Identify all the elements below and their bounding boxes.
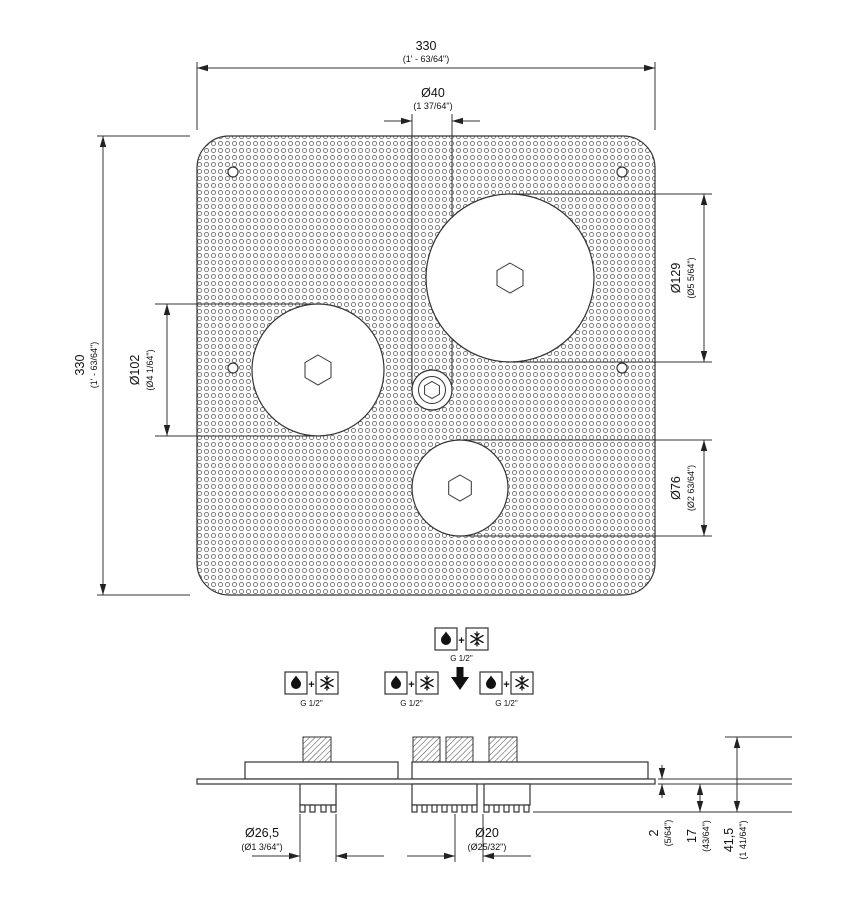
fixing-hole: [227, 362, 239, 374]
threaded-inlets: [302, 736, 518, 763]
flame-icon: [434, 627, 458, 651]
thread-label: G 1/2": [300, 699, 323, 708]
width-dimension: 330 (1' - 63/64"): [196, 39, 656, 130]
center-dia-mm: Ø40: [421, 86, 445, 100]
thread-label: G 1/2": [400, 699, 423, 708]
plate-thickness-mm: 2: [647, 829, 661, 836]
height-dim-in: (1' - 63/64"): [89, 342, 99, 388]
plus-sign: +: [408, 679, 414, 691]
threaded-inlet: [488, 736, 518, 763]
snowflake-icon: [465, 627, 489, 651]
small-spray-disc: [411, 439, 509, 537]
spray-heads: [299, 783, 531, 813]
medium-spray-disc: [251, 303, 385, 437]
spray-head: [299, 783, 337, 806]
thread-label: G 1/2": [495, 699, 518, 708]
medium-disc-dia-mm: Ø102: [128, 355, 142, 386]
medium-disc-hex-nozzle: [304, 354, 332, 386]
flame-icon: [384, 671, 408, 695]
flame-icon: [284, 671, 308, 695]
spray-discs: [251, 193, 595, 537]
snowflake-icon: [415, 671, 439, 695]
fixing-hole: [616, 166, 628, 178]
nozzle-right-dimension: Ø20 (Ø25/32"): [407, 814, 531, 862]
fixing-holes: [227, 166, 628, 374]
large-disc-hex-nozzle: [496, 262, 524, 294]
nozzle-right-dia-mm: Ø20: [475, 826, 499, 840]
large-disc-dia-mm: Ø129: [669, 263, 683, 294]
small-disc-dimension: Ø76 (Ø2 63/64"): [462, 439, 712, 537]
total-height-in: (1 41/64"): [738, 820, 748, 859]
medium-disc-dimension: Ø102 (Ø4 1/64"): [128, 303, 318, 437]
supply-icons: + G 1/2" + G 1/2" + G 1/2" + G 1/2": [284, 627, 534, 708]
plate-thickness-in: (5/64"): [663, 820, 673, 847]
plus-sign: +: [458, 635, 464, 647]
thread-label: G 1/2": [450, 654, 473, 663]
spray-head-teeth: [299, 804, 337, 813]
width-dim-in: (1' - 63/64"): [403, 54, 449, 64]
snowflake-icon: [315, 671, 339, 695]
center-nozzle: [411, 369, 453, 411]
spray-head-teeth: [483, 804, 530, 813]
large-disc-dimension: Ø129 (Ø5 5/64"): [512, 193, 712, 363]
top-view: 330 (1' - 63/64") 330 (1' - 63/64") Ø40 …: [73, 39, 712, 596]
nozzle-left-dia-mm: Ø26,5: [245, 826, 279, 840]
small-disc-dia-in: (Ø2 63/64"): [686, 465, 696, 511]
width-dim-mm: 330: [416, 39, 437, 53]
plate-profile: [196, 778, 656, 785]
fixing-hole: [616, 362, 628, 374]
spray-head: [411, 783, 478, 806]
total-height-mm: 41,5: [722, 828, 736, 852]
manifold-body-left: [244, 761, 399, 780]
center-nozzle-ring: [418, 376, 446, 404]
threaded-inlet: [445, 736, 474, 763]
nozzle-right-dia-in: (Ø25/32"): [468, 842, 507, 852]
down-arrow-icon: [451, 667, 469, 690]
medium-disc-dia-in: (Ø4 1/64"): [145, 349, 155, 390]
small-disc-hex-nozzle: [448, 474, 472, 502]
threaded-inlet: [412, 736, 441, 763]
plus-sign: +: [503, 679, 509, 691]
body-height-mm: 17: [685, 829, 699, 843]
height-dimensions: 2 (5/64") 17 (43/64") 41,5 (1 41/64"): [533, 736, 792, 860]
nozzle-left-dia-in: (Ø1 3/64"): [241, 842, 282, 852]
center-dia-dimension: Ø40 (1 37/64"): [384, 86, 480, 125]
center-hex-nozzle: [424, 380, 440, 400]
height-dim-mm: 330: [73, 355, 87, 376]
nozzle-left-dimension: Ø26,5 (Ø1 3/64"): [241, 814, 384, 862]
manifold-body-right: [411, 761, 649, 780]
spray-head: [483, 783, 531, 806]
snowflake-icon: [510, 671, 534, 695]
fixing-hole: [227, 166, 239, 178]
large-spray-disc: [425, 193, 595, 363]
plus-sign: +: [308, 679, 314, 691]
spray-head-teeth: [411, 804, 478, 813]
flame-icon: [479, 671, 503, 695]
small-disc-dia-mm: Ø76: [669, 476, 683, 500]
threaded-inlet: [302, 736, 332, 763]
side-view: + G 1/2" + G 1/2" + G 1/2" + G 1/2": [196, 627, 792, 862]
center-dia-in: (1 37/64"): [413, 101, 452, 111]
body-height-in: (43/64"): [701, 820, 711, 852]
large-disc-dia-in: (Ø5 5/64"): [686, 257, 696, 298]
height-dimension: 330 (1' - 63/64"): [73, 135, 190, 596]
